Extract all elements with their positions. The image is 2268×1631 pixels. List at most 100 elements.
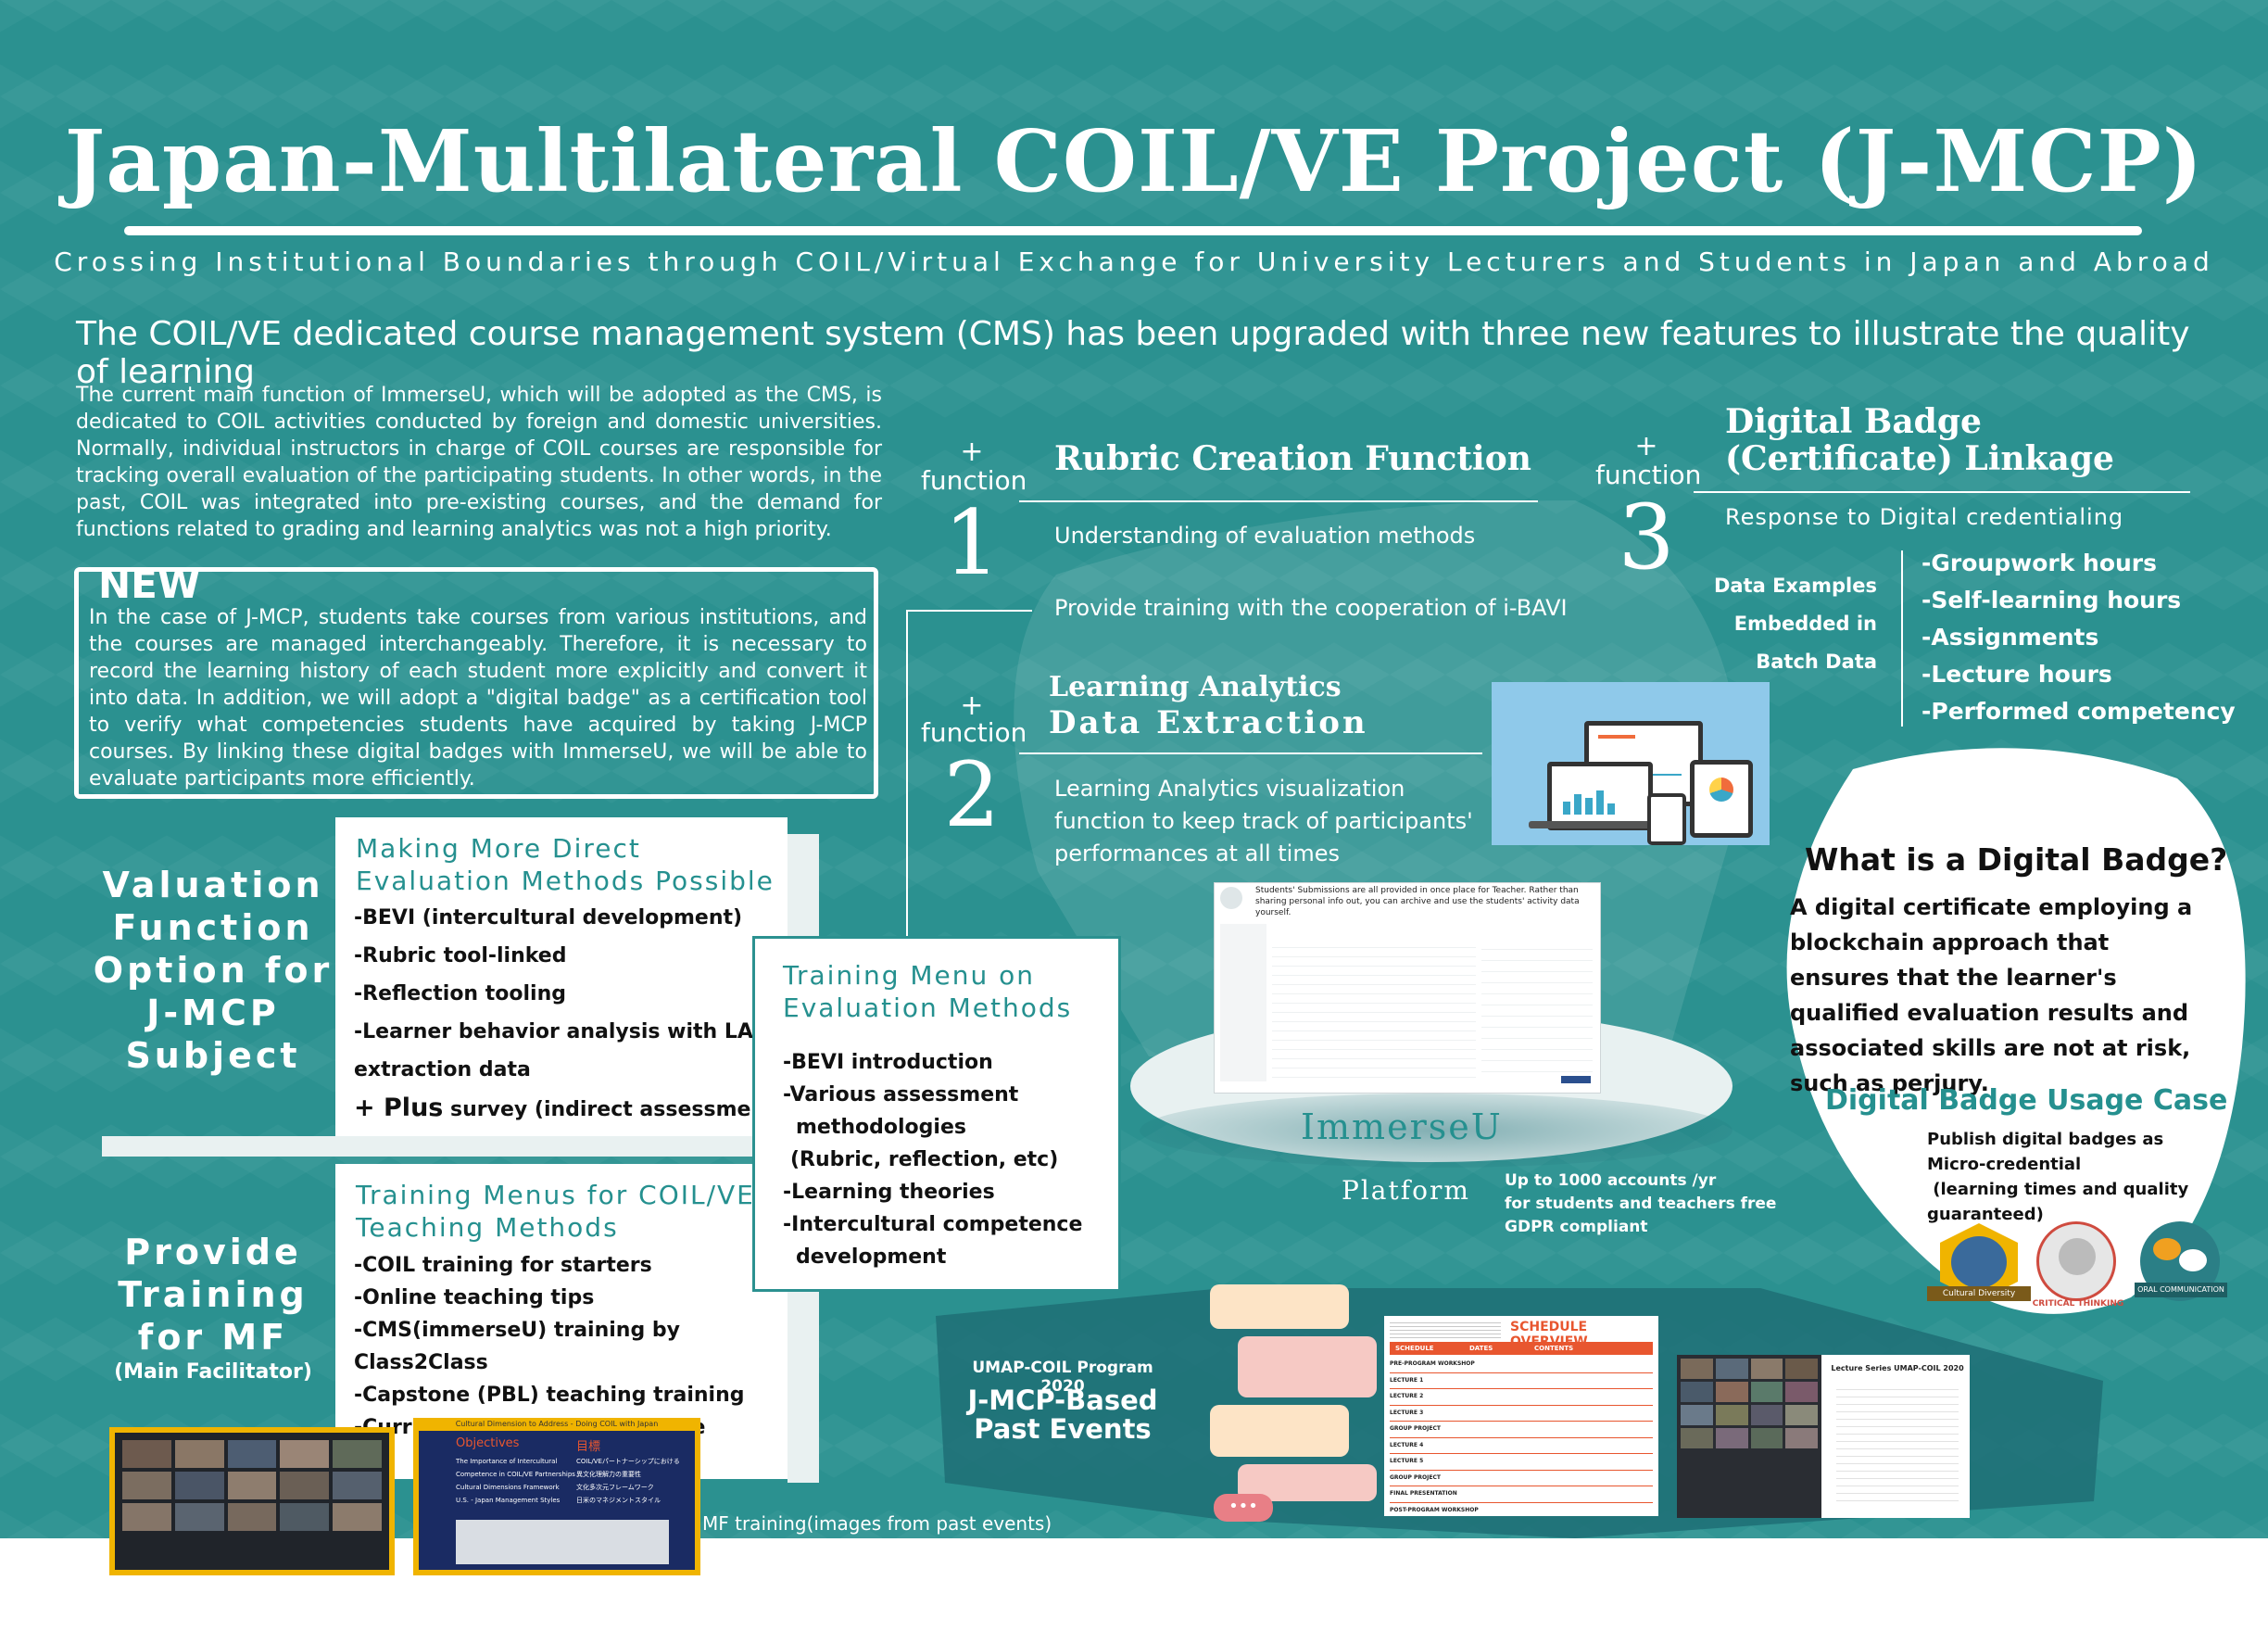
function1-word: function [921,465,1027,496]
plus-word: + Plus [354,1094,444,1122]
schedule-row: FINAL PRESENTATION [1390,1486,1653,1503]
slide-photo-frame: Cultural Dimension to Address - Doing CO… [413,1418,700,1575]
zoom-grid [115,1433,389,1538]
slide-right-title: 目標 [576,1440,601,1454]
zoom-photo-frame [109,1427,395,1575]
list-item: -Self-learning hours [1922,587,2182,613]
function3-plus: + [1634,430,1658,462]
phone-icon [1647,793,1686,845]
function2-rule [1019,752,1482,754]
devices-illustration [1492,682,1770,845]
function1-line1: Understanding of evaluation methods [1054,523,1476,549]
list-item: -Groupwork hours [1922,550,2158,576]
function1-line2: Provide training with the cooperation of… [1054,595,1568,621]
schedule-col: DATES [1469,1345,1493,1352]
function3-word: function [1595,460,1702,490]
usage-line: Micro-credential [1927,1155,2082,1174]
valuation-panel-title: Making More Direct Evaluation Methods Po… [356,833,775,896]
list-item: -BEVI (intercultural development) [354,906,743,929]
slide-line: Competence in COIL/VE Partnerships [456,1471,575,1478]
badge-blob [1786,748,2246,1314]
list-item: -Capstone (PBL) teaching training [354,1384,745,1407]
platform-shadow [1140,1094,1732,1168]
slide-line: 異文化理解力の重要性 [576,1471,641,1478]
function1-title: Rubric Creation Function [1054,439,1531,478]
list-item: -Lecture hours [1922,661,2112,688]
badge-cultural-diversity: Cultural Diversity [1923,1223,2035,1316]
mf-caption: MF training(images from past events) [702,1512,1052,1535]
slide-line: COIL/VEパートナーシップにおける [576,1458,680,1465]
title-rule [124,226,2142,235]
slide-line: 日米のマネジメントスタイル [576,1497,661,1504]
valuation-heading: Valuation Function Option for J-MCP Subj… [93,865,334,1076]
past-events-title: J-MCP-Based Past Events [967,1384,1158,1445]
list-item: (Rubric, reflection, etc) [790,1148,1059,1171]
schedule-row: GROUP PROJECT [1390,1471,1653,1486]
poster-title: Japan-Multilateral COIL/VE Project (J-MC… [64,111,2204,211]
badge-label: Cultural Diversity [1927,1286,2031,1301]
slide-left-title: Objectives [456,1436,520,1450]
badge-answer: A digital certificate employing a blockc… [1790,894,2193,1096]
badge-usage-text: Publish digital badges as Micro-credenti… [1927,1127,2188,1227]
mf-list: -COIL training for starters -Online teac… [354,1249,788,1444]
ellipsis-icon: ••• [1214,1494,1273,1522]
data-label-line: Batch Data [1756,651,1877,673]
new-box-text: In the case of J-MCP, students take cour… [89,606,867,790]
training-menu-panel: Training Menu on Evaluation Methods -BEV… [752,936,1121,1292]
badge-critical-thinking: CRITICAL THINKING [2027,1221,2129,1318]
zoom-photo [115,1433,389,1570]
schedule-row: LECTURE 4 [1390,1438,1653,1454]
badge-question: What is a Digital Badge? [1805,841,2228,878]
slide-line: U.S. - Japan Management Styles [456,1497,561,1504]
headline: The COIL/VE dedicated course management … [76,315,2190,391]
function2-number: 2 [943,743,1001,847]
list-item: -Learning theories [783,1181,995,1204]
list-item: -Reflection tooling [354,982,566,1005]
function3-data-label: Data Examples Embedded in Batch Data [1695,567,1877,681]
lecture-text-lines [1836,1383,1959,1503]
poster-subtitle: Crossing Institutional Boundaries throug… [54,247,2214,277]
connector-vertical [906,610,908,940]
platform-label: Platform [1342,1175,1470,1206]
platform-note: GDPR compliant [1505,1218,1648,1236]
function2-word: function [921,717,1027,748]
function2-title-a: Learning Analytics [1049,671,1342,703]
badge-oral-communication: ORAL COMMUNICATION [2131,1221,2233,1318]
lecture-title: Lecture Series UMAP-COIL 2020 [1831,1364,1964,1372]
platform-name: ImmerseU [1301,1106,1503,1147]
connector-horizontal [906,610,1032,612]
new-box [74,567,878,799]
schedule-row: POST-PROGRAM WORKSHOP [1390,1506,1479,1513]
plus-rest: survey (indirect assessment) [443,1098,785,1121]
list-item: -BEVI introduction [783,1051,993,1074]
list-item: development [796,1245,947,1269]
function3-number: 3 [1618,486,1675,589]
screenshot-side-list [1481,939,1593,1078]
schedule-row: LECTURE 3 [1390,1406,1653,1422]
slide-photo: Cultural Dimension to Address - Doing CO… [419,1420,695,1570]
badge-usage-title: Digital Badge Usage Case [1825,1084,2228,1117]
usage-line: (learning times and quality [1927,1180,2189,1199]
mf-subheading: (Main Facilitator) [114,1360,312,1384]
chat-bubbles-image: ••• [1210,1279,1382,1524]
usage-line: guaranteed) [1927,1205,2044,1224]
function3-divider [1901,550,1903,727]
schedule-image: SCHEDULE OVERVIEW SCHEDULE DATES CONTENT… [1384,1316,1658,1516]
screenshot-sidebar [1220,924,1266,1081]
slide-header: Cultural Dimension to Address - Doing CO… [455,1420,659,1428]
valuation-list: -BEVI (intercultural development) -Rubri… [354,899,785,1129]
slide-line: 文化多次元フレームワーク [576,1484,654,1491]
lecture-video-grid [1677,1355,1821,1518]
tablet-icon [1690,760,1753,838]
lecture-collage-image: Lecture Series UMAP-COIL 2020 [1677,1355,1970,1518]
training-menu-list: -BEVI introduction -Various assessment m… [783,1046,1082,1273]
function2-plus: + [960,689,984,722]
list-item: extraction data [354,1058,531,1081]
new-label: NEW [98,562,201,607]
list-item: -Various assessment [783,1083,1019,1106]
schedule-rows: PRE-PROGRAM WORKSHOP LECTURE 1 LECTURE 2… [1390,1357,1653,1518]
function3-rule [1694,491,2190,493]
valuation-panel: Making More Direct Evaluation Methods Po… [335,817,788,1136]
schedule-row: GROUP PROJECT [1390,1422,1653,1438]
badge-label: ORAL COMMUNICATION [2135,1283,2227,1297]
